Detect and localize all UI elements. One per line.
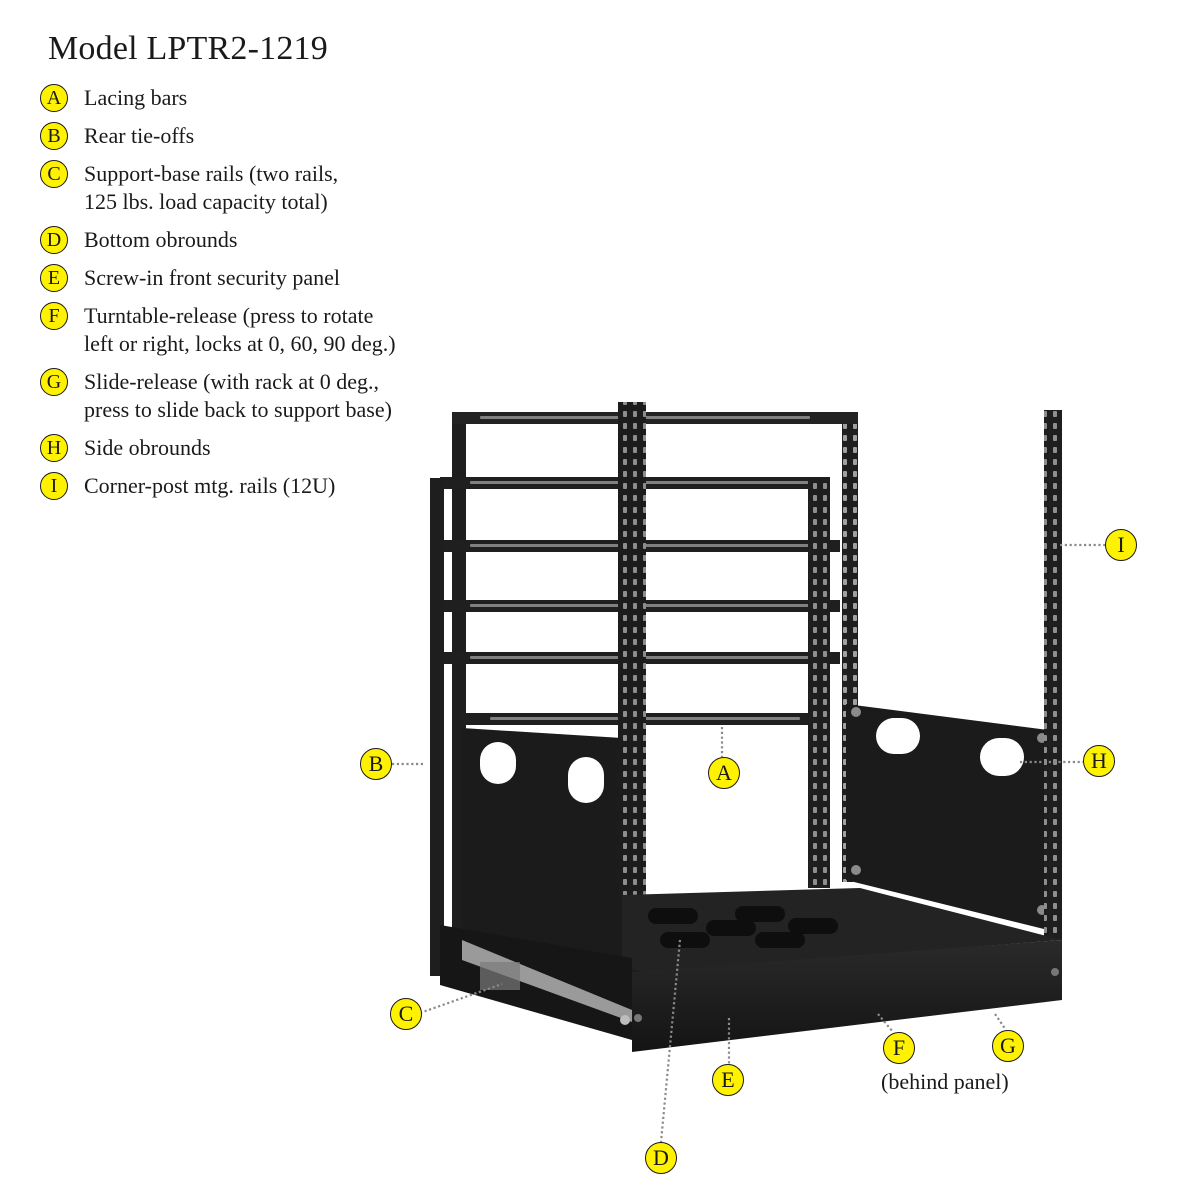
legend-text-line: Slide-release (with rack at 0 deg., <box>84 369 380 394</box>
callout-a: A <box>708 757 740 789</box>
left-side-panel <box>462 728 622 970</box>
legend-text: Slide-release (with rack at 0 deg., press… <box>84 368 392 424</box>
behind-panel-note: (behind panel) <box>881 1069 1009 1094</box>
legend-badge: H <box>40 434 68 462</box>
legend-text-line: press to slide back to support base) <box>84 397 392 422</box>
front-security-panel <box>632 940 1062 1052</box>
callout-d: D <box>645 1142 677 1174</box>
legend-text-line: Bottom obrounds <box>84 227 238 252</box>
callout-c: C <box>390 998 422 1030</box>
legend-badge: D <box>40 226 68 254</box>
legend-text: Side obrounds <box>84 434 211 462</box>
callout-b: B <box>360 748 392 780</box>
legend-text-line: Corner-post mtg. rails (12U) <box>84 473 336 498</box>
inner-posts <box>808 478 830 888</box>
legend-item-e: E Screw-in front security panel <box>40 264 480 292</box>
right-corner-post <box>1044 410 1062 940</box>
legend-badge: C <box>40 160 68 188</box>
legend-item-h: H Side obrounds <box>40 434 480 462</box>
legend-text: Corner-post mtg. rails (12U) <box>84 472 335 500</box>
legend-text-line: Turntable-release (press to rotate <box>84 303 374 328</box>
legend-badge: F <box>40 302 68 330</box>
legend-item-f: F Turntable-release (press to rotate left … <box>40 302 480 358</box>
legend-item-g: G Slide-release (with rack at 0 deg., pres… <box>40 368 480 424</box>
support-base <box>440 925 632 1040</box>
legend-item-c: C Support-base rails (two rails, 125 lbs. … <box>40 160 480 216</box>
legend-item-b: B Rear tie-offs <box>40 122 480 150</box>
base-top <box>622 888 1062 972</box>
legend-text: Rear tie-offs <box>84 122 194 150</box>
legend-badge: G <box>40 368 68 396</box>
legend-badge: B <box>40 122 68 150</box>
legend-text-line: Rear tie-offs <box>84 123 195 148</box>
callout-g: G <box>992 1030 1024 1062</box>
callout-i: I <box>1105 529 1137 561</box>
lacing-bar-slots <box>470 416 830 720</box>
legend-text: Lacing bars <box>84 84 187 112</box>
legend-item-i: I Corner-post mtg. rails (12U) <box>40 472 480 500</box>
legend-text-line: Side obrounds <box>84 435 211 460</box>
legend-text: Turntable-release (press to rotate left o… <box>84 302 396 358</box>
callout-f: F <box>883 1032 915 1064</box>
right-side-panel <box>846 704 1048 930</box>
legend-text: Bottom obrounds <box>84 226 237 254</box>
legend-text-line: 125 lbs. load capacity total) <box>84 189 328 214</box>
front-left-posts <box>430 402 646 984</box>
legend-text: Support-base rails (two rails, 125 lbs. l… <box>84 160 338 216</box>
callout-e: E <box>712 1064 744 1096</box>
diagram-title: Model LPTR2-1219 <box>48 30 328 67</box>
legend-text-line: Support-base rails (two rails, <box>84 161 339 186</box>
leader-lines <box>392 543 1105 1143</box>
callout-h: H <box>1083 745 1115 777</box>
legend-item-d: D Bottom obrounds <box>40 226 480 254</box>
legend-text: Screw-in front security panel <box>84 264 340 292</box>
legend-item-a: A Lacing bars <box>40 84 480 112</box>
legend-badge: A <box>40 84 68 112</box>
legend-text-line: Screw-in front security panel <box>84 265 340 290</box>
legend-badge: I <box>40 472 68 500</box>
legend-badge: E <box>40 264 68 292</box>
legend-text-line: Lacing bars <box>84 85 188 110</box>
legend-text-line: left or right, locks at 0, 60, 90 deg.) <box>84 331 396 356</box>
